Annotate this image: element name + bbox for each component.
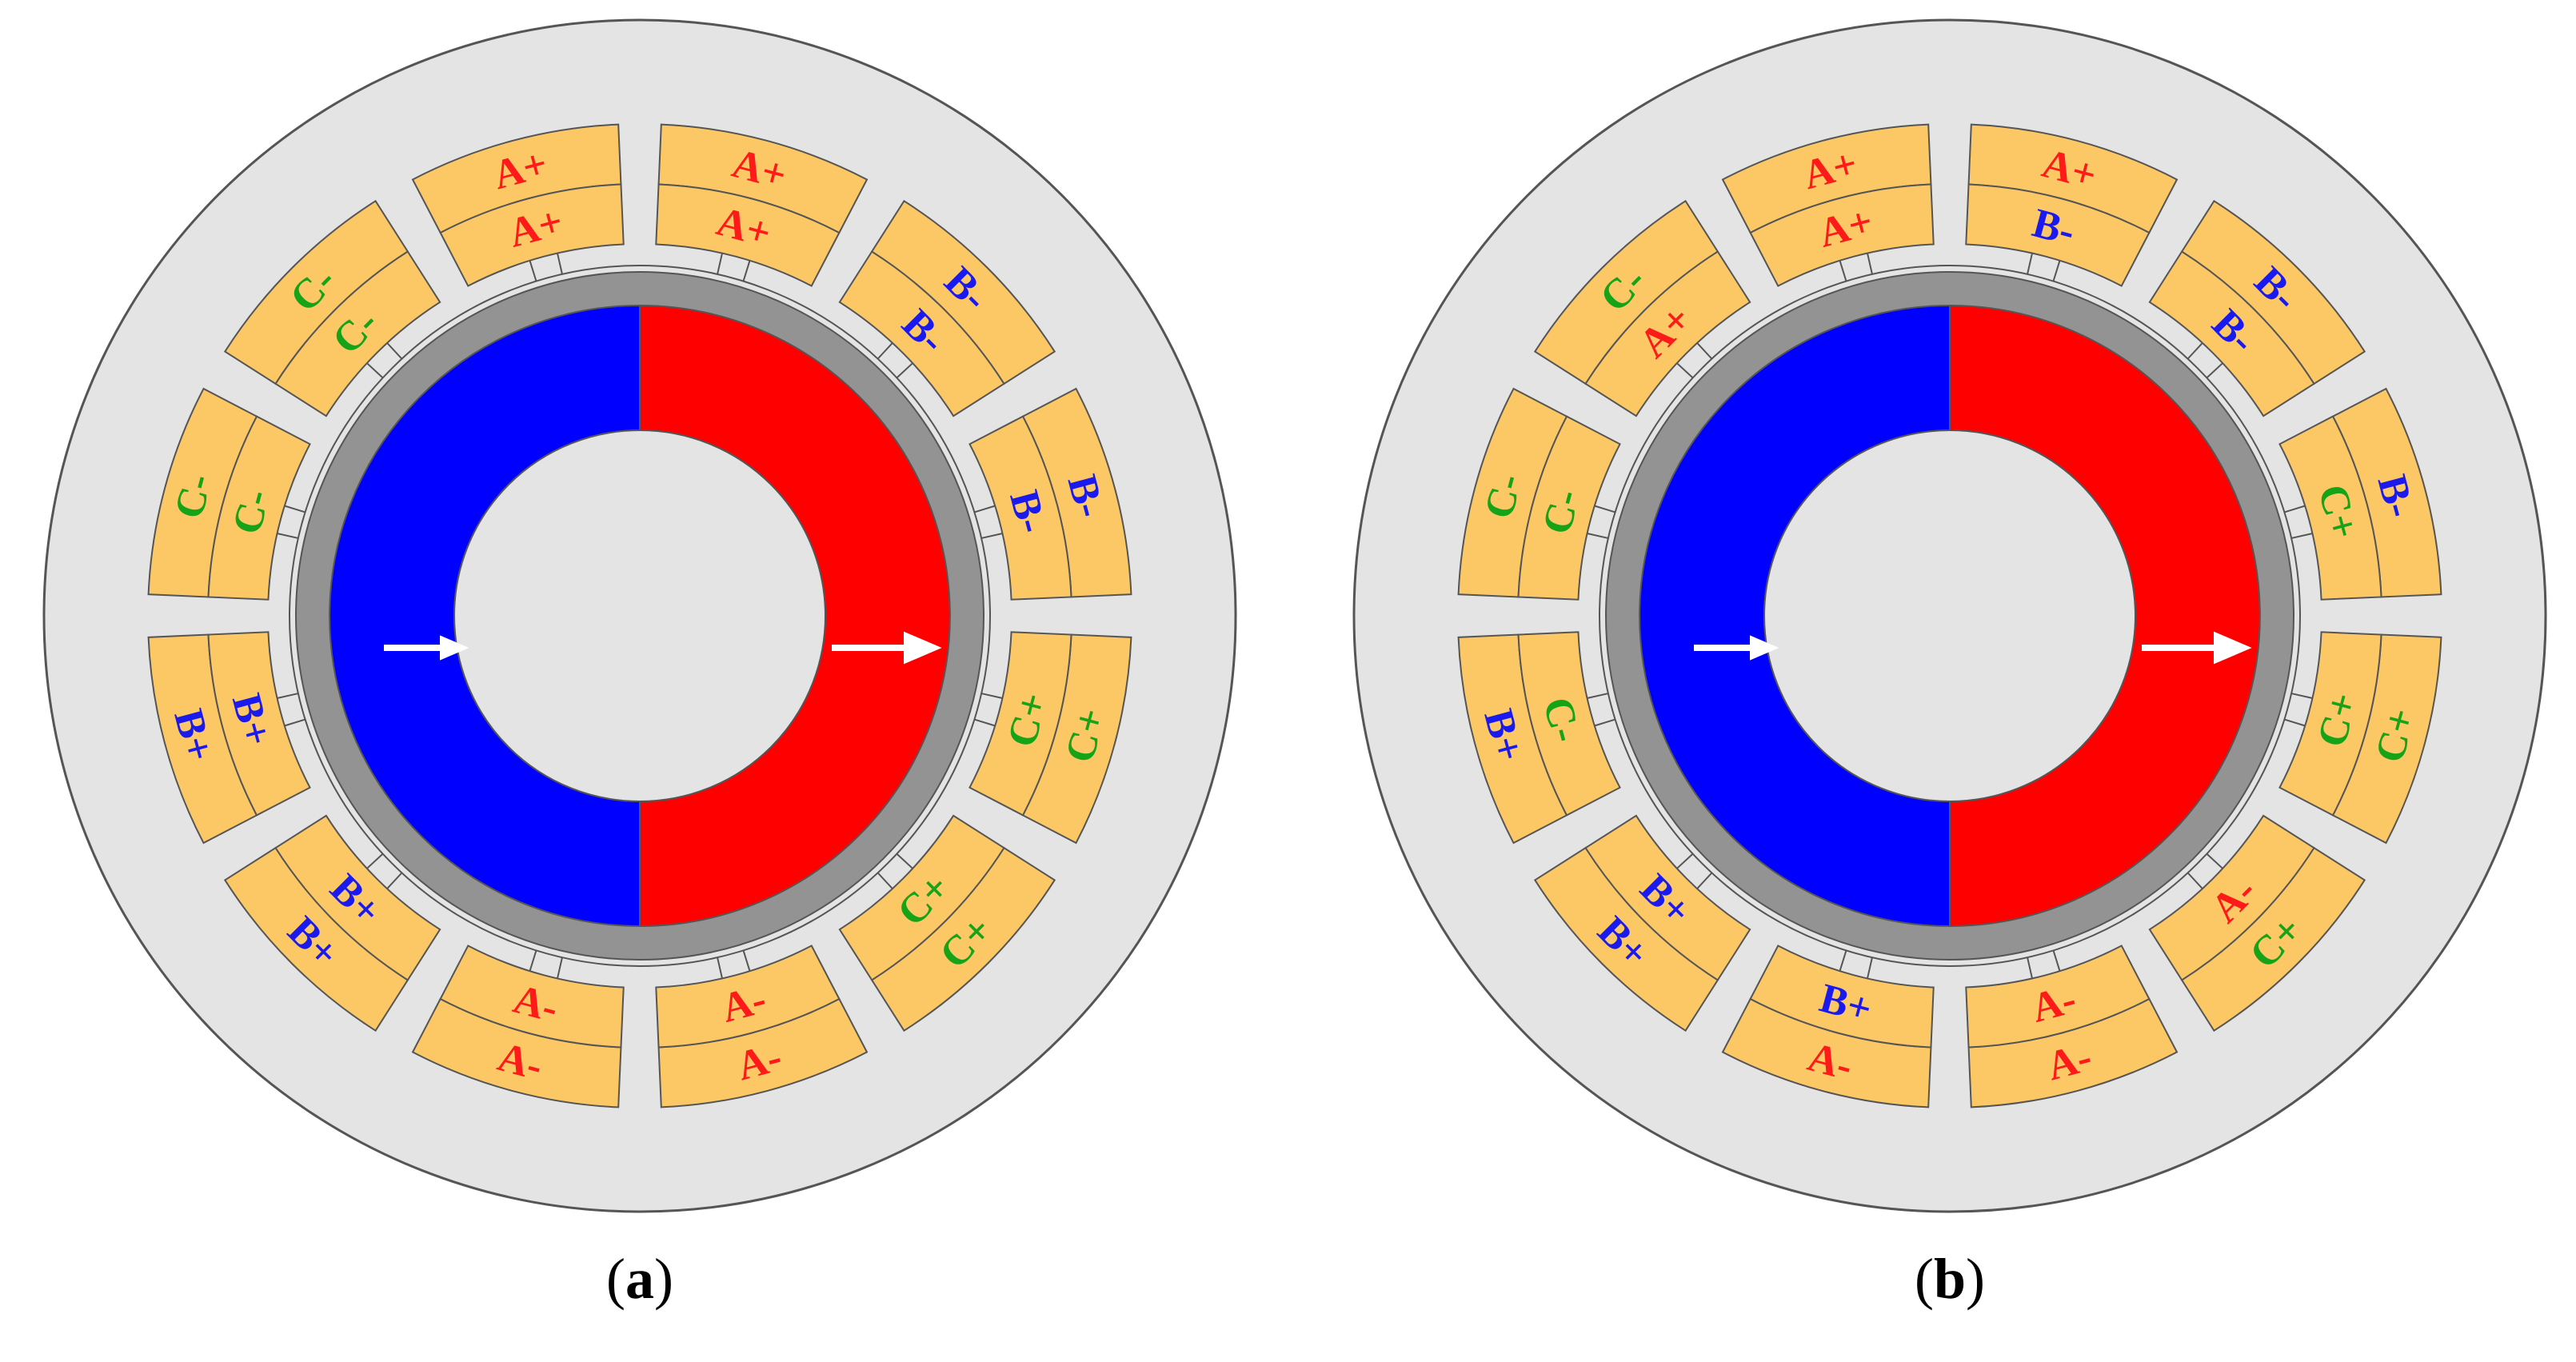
coil-inner: [838, 814, 1005, 981]
magnetization-arrow-icon: [2142, 631, 2252, 665]
caption-b-letter: b: [1933, 1247, 1967, 1311]
coil-inner: [2148, 814, 2315, 981]
slot-12: A+A+: [1721, 123, 1935, 287]
slot-opening: [2027, 950, 2061, 979]
slot-opening: [877, 853, 913, 889]
coil-inner: [207, 415, 311, 601]
coil-inner: [1965, 945, 2151, 1048]
slot-1: A+A+: [655, 123, 869, 287]
slot-opening: [717, 950, 751, 979]
slot-opening: [1587, 505, 1615, 539]
slot-7: A-B+: [1721, 945, 1935, 1108]
slot-11: C-C-: [223, 199, 441, 417]
magnetization-arrow-icon: [1694, 635, 1779, 661]
coil-inner: [1584, 250, 1751, 417]
slot-opening: [2284, 505, 2313, 539]
slot-opening: [717, 253, 751, 282]
motor-a: A+A+B-B-B-B-C+C+C+C+A-A-A-A-B+B+B+B+C-C-…: [42, 18, 1237, 1213]
slot-5: C+A-: [2148, 814, 2366, 1032]
coil-inner: [2148, 250, 2315, 417]
slot-2: B-B-: [838, 199, 1056, 417]
motor-b: A+B-B-B-B-C+ C+C+C+A-A-A-A-B+B+B+B+C- C-C-…: [1352, 18, 2547, 1213]
caption-a-close: ): [654, 1247, 673, 1311]
coil-inner: [274, 814, 441, 981]
slot-10: C-C-: [147, 387, 311, 601]
slot-opening: [2187, 342, 2223, 379]
coil-inner: [1517, 415, 1621, 601]
slot-opening: [1587, 693, 1615, 727]
coil-inner: [968, 415, 1072, 601]
slot-opening: [877, 342, 913, 379]
stator-slots: A+B-B-B-B-C+ C+C+C+A-A-A-A-B+B+B+B+C- C-C-…: [1457, 123, 2442, 1108]
slot-9: B+C-: [1457, 631, 1621, 845]
slot-opening: [2187, 853, 2223, 889]
rotor-bore: [453, 429, 826, 802]
slot-10: C-C-: [1457, 387, 1621, 601]
rotor-bore: [1763, 429, 2136, 802]
slot-opening: [529, 253, 563, 282]
air-gap: [289, 265, 991, 967]
air-gap: [1599, 265, 2301, 967]
slot-1: A+B-: [1965, 123, 2179, 287]
coil-inner: [274, 250, 441, 417]
slot-opening: [2284, 693, 2313, 727]
caption-b-open: (: [1914, 1247, 1934, 1311]
caption-a-letter: a: [625, 1247, 654, 1311]
slot-8: B+B+: [1533, 814, 1751, 1032]
slot-6: A-A-: [655, 945, 869, 1108]
slot-7: A-A-: [411, 945, 625, 1108]
coil-inner: [1749, 945, 1935, 1048]
slot-9: B+B+: [147, 631, 311, 845]
coil-inner: [439, 945, 625, 1048]
magnetization-arrow-icon: [832, 631, 942, 665]
slot-3: B-B-: [968, 387, 1132, 601]
coil-inner: [1584, 814, 1751, 981]
slot-opening: [2027, 253, 2061, 282]
slot-6: A-A-: [1965, 945, 2179, 1108]
slot-11: C-A+: [1533, 199, 1751, 417]
slot-4: C+C+: [968, 631, 1132, 845]
slot-opening: [1676, 853, 1713, 889]
slot-opening: [974, 693, 1003, 727]
slot-2: B-B-: [2148, 199, 2366, 417]
magnetization-arrow-icon: [384, 635, 469, 661]
slot-opening: [1839, 253, 1873, 282]
coil-inner: [838, 250, 1005, 417]
slot-opening: [277, 693, 306, 727]
slot-opening: [366, 342, 403, 379]
coil-inner: [1965, 183, 2151, 287]
slot-opening: [277, 505, 306, 539]
caption-a-open: (: [606, 1247, 625, 1311]
coil-inner: [655, 945, 841, 1048]
coil-inner: [2278, 415, 2382, 601]
stator-slots: A+A+B-B-B-B-C+C+C+C+A-A-A-A-B+B+B+B+C-C-…: [147, 123, 1132, 1108]
caption-b-close: ): [1966, 1247, 1985, 1311]
slot-opening: [529, 950, 563, 979]
slot-opening: [974, 505, 1003, 539]
coil-inner: [1517, 631, 1621, 817]
slot-opening: [1676, 342, 1713, 379]
slot-4: C+C+: [2278, 631, 2442, 845]
slot-opening: [366, 853, 403, 889]
coil-inner: [207, 631, 311, 817]
slot-3: B-C+: [2278, 387, 2442, 601]
coil-inner: [655, 183, 841, 287]
coil-inner: [1749, 183, 1935, 287]
slot-12: A+A+: [411, 123, 625, 287]
coil-inner: [968, 631, 1072, 817]
slot-opening: [1839, 950, 1873, 979]
caption-b: (b): [1870, 1246, 2030, 1312]
coil-inner: [2278, 631, 2382, 817]
coil-inner: [439, 183, 625, 287]
caption-a: (a): [560, 1246, 720, 1312]
